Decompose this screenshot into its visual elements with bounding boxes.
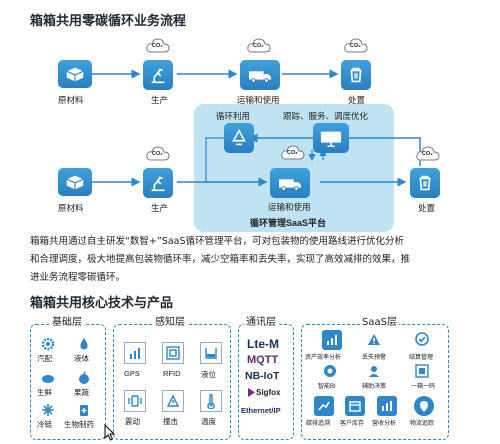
transport-label: 运输和使用	[268, 202, 311, 212]
saas-platform-label: 循环管理SaaS平台	[250, 218, 327, 228]
trash-bin-icon	[341, 60, 371, 90]
saas-item-label: 一箱一码	[411, 384, 436, 390]
saas-layer-title: SaaS层	[360, 313, 399, 328]
sense-item-label: 撞击	[163, 417, 178, 426]
fresh-food-icon	[40, 370, 56, 391]
base-item-label: 生物制药	[64, 420, 94, 429]
saas-item-label: 客户库存	[340, 421, 365, 427]
services-label: 跟踪、服务、调度优化	[283, 111, 369, 121]
dispose-label: 处置	[348, 95, 366, 105]
co2-text: CO₂	[152, 151, 163, 157]
raw-material-icon	[58, 60, 92, 88]
description-paragraph: 箱箱共用通过自主研发“数智+”SaaS循环管理平台，可对包装物的使用路线进行优化…	[30, 233, 496, 287]
loss-alert-icon	[366, 332, 382, 353]
cloud-co2-icon	[146, 38, 170, 53]
decision-support-icon	[366, 363, 382, 384]
logistics-tracking-icon	[414, 396, 434, 416]
cloud-co2-icon	[281, 145, 305, 160]
base-item-label: 果蔬	[74, 388, 89, 397]
raw-material-label: 原材料	[58, 95, 84, 105]
paragraph-line-1: 箱箱共用通过自主研发“数智+”SaaS循环管理平台，可对包装物的使用路线进行优化…	[30, 236, 405, 247]
liquid-level-icon	[200, 342, 222, 364]
auto-parts-icon	[40, 336, 56, 357]
sense-item-label: 温度	[201, 417, 216, 426]
saas-item-label: 碳排追溯	[306, 421, 331, 427]
recycle-icon	[224, 123, 254, 153]
smart-bi-icon	[322, 363, 338, 384]
co2-text: CO₂	[253, 43, 264, 49]
produce-label: 生产	[151, 203, 169, 213]
raw-material-icon	[58, 168, 92, 196]
liquid-drop-icon	[76, 336, 92, 357]
truck-icon	[270, 168, 310, 198]
sigfox-logo: Sigfox	[256, 388, 281, 397]
gps-icon	[124, 342, 146, 364]
lte-m-logo: Lte-M	[247, 337, 279, 351]
fruit-icon	[76, 370, 92, 391]
co2-text: CO₂	[422, 151, 433, 157]
base-item-label: 冷链	[37, 420, 52, 429]
asset-efficiency-icon	[322, 330, 342, 350]
cloud-co2-icon	[146, 146, 170, 161]
thermometer-icon	[200, 390, 222, 412]
co2-text: CO₂	[287, 150, 298, 156]
sense-item-label: GPS	[124, 369, 140, 378]
factory-robot-icon	[143, 60, 173, 90]
recycle-label: 循环利用	[216, 111, 251, 121]
paragraph-line-2: 和合理调度，极大地提高包装物循环率，减少空箱率和丢失率，实现了高效减排的效果，推	[30, 254, 411, 265]
dispose-label: 处置	[418, 203, 436, 213]
truck-icon	[240, 60, 280, 90]
sense-layer-title: 感知层	[153, 313, 187, 328]
base-item-label: 汽配	[37, 354, 52, 363]
base-item-label: 生鲜	[37, 388, 52, 397]
customer-inventory-icon	[345, 396, 365, 416]
rfid-icon	[162, 342, 184, 364]
factory-robot-icon	[143, 168, 173, 198]
produce-label: 生产	[151, 95, 169, 105]
saas-item-label: 丢失预警	[362, 355, 387, 361]
settlement-icon	[414, 331, 430, 352]
sense-item-label: 液位	[201, 370, 216, 379]
vibration-icon	[124, 390, 146, 412]
co2-text: CO₂	[350, 43, 361, 49]
comm-layer-title: 通讯层	[244, 313, 278, 328]
co2-text: CO₂	[152, 43, 163, 49]
base-layer-title: 基础层	[50, 313, 84, 328]
saas-item-label: 物流追踪	[410, 421, 435, 427]
saas-item-label: 结算管理	[409, 355, 434, 361]
mqtt-logo: MQTT	[247, 354, 279, 366]
biopharma-icon	[76, 402, 92, 423]
flow-title: 箱箱共用零碳循环业务流程	[30, 14, 187, 29]
saas-item-label: 辅助决策	[362, 384, 387, 390]
paragraph-line-3: 进业务流程零碳循环。	[30, 272, 126, 283]
saas-item-label: 营收分析	[372, 421, 397, 427]
impact-icon	[162, 390, 184, 412]
transport-label: 运输和使用	[237, 95, 280, 105]
platform-monitor-icon	[313, 123, 349, 153]
revenue-analysis-icon	[377, 396, 397, 416]
base-item-label: 液体	[74, 354, 89, 363]
sigfox-mark-icon	[248, 388, 255, 397]
sense-item-label: 震动	[125, 417, 140, 426]
cloud-co2-icon	[416, 146, 440, 161]
saas-item-label: 智能BI	[318, 384, 336, 390]
raw-material-label: 原材料	[58, 203, 84, 213]
trash-bin-icon	[410, 168, 440, 198]
carbon-trace-icon	[314, 396, 334, 416]
qr-code-icon	[414, 363, 430, 384]
sense-item-label: RFID	[163, 369, 181, 378]
cloud-co2-icon	[344, 38, 368, 53]
cloud-co2-icon	[247, 38, 271, 53]
saas-item-label: 资产效率分析	[305, 355, 342, 361]
ethernet-ip-logo: Ethernet/IP	[241, 406, 281, 415]
nb-iot-logo: NB-IoT	[245, 370, 280, 382]
snowflake-icon	[40, 402, 56, 423]
tech-title: 箱箱共用核心技术与产品	[30, 296, 174, 311]
